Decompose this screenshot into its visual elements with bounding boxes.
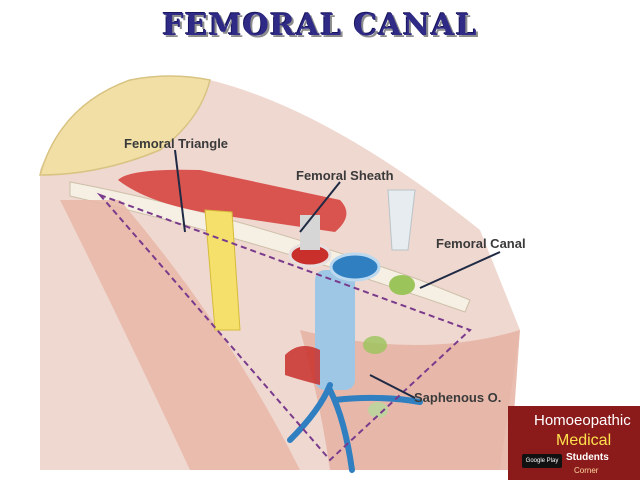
watermark-badge: Homoeopathic Medical Students Corner Goo…	[508, 406, 640, 480]
saphenous-vein	[287, 382, 423, 473]
lymph-node	[389, 275, 415, 295]
thigh-muscles	[60, 200, 300, 470]
page-title: FEMORAL CANAL	[162, 8, 478, 43]
google-play-badge: Google Play	[522, 454, 562, 468]
femoral-vein	[315, 270, 355, 390]
label-femoral-sheath: Femoral Sheath	[296, 168, 394, 183]
lymph-node	[368, 402, 388, 418]
badge-line-1: Homoeopathic	[534, 412, 631, 429]
label-femoral-canal: Femoral Canal	[436, 236, 526, 251]
leader-saphenous	[369, 374, 416, 399]
sheath-tube	[387, 189, 416, 251]
leader-femoral-sheath	[299, 181, 341, 233]
leader-femoral-triangle	[174, 149, 186, 233]
lymph-node	[363, 336, 387, 354]
label-femoral-triangle: Femoral Triangle	[124, 136, 229, 151]
artery-tube	[300, 215, 320, 250]
iliac-crest	[39, 75, 211, 176]
label-saphenous-opening: Saphenous O.	[414, 390, 502, 405]
badge-line-4: Corner	[574, 466, 599, 475]
femoral-nerve	[204, 209, 241, 331]
femoral-vein-opening	[329, 252, 381, 282]
leader-femoral-canal	[419, 251, 501, 289]
femoral-triangle-outline	[96, 192, 472, 462]
badge-line-2: Medical	[556, 432, 612, 449]
badge-line-3: Students	[566, 452, 609, 463]
saphenous-opening	[285, 346, 320, 385]
iliopsoas-muscle	[118, 169, 347, 232]
